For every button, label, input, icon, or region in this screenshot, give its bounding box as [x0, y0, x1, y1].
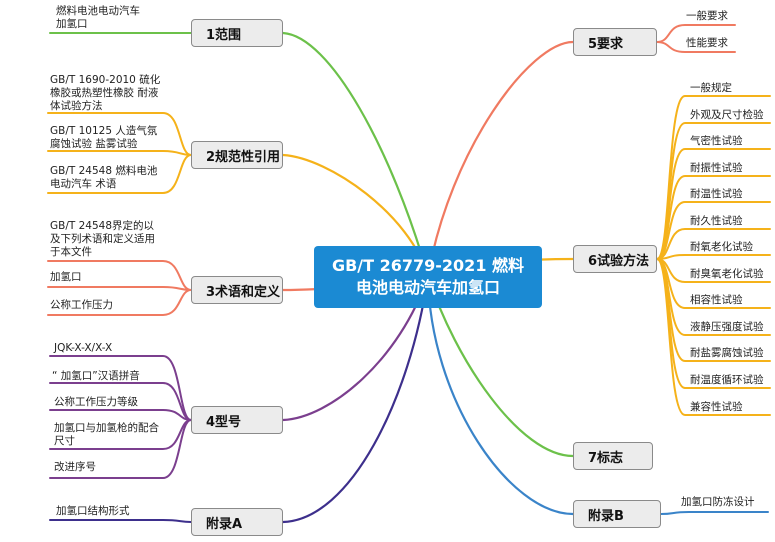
leaf-terms-2: 加氢口: [50, 271, 82, 283]
branch-normative-label: 2规范性引用: [206, 149, 281, 165]
branch-annex-b-label: 附录B: [588, 508, 624, 524]
central-topic: GB/T 26779-2021 燃料 电池电动汽车加氢口: [314, 246, 542, 308]
leaf-connector-tests-13: [656, 258, 771, 416]
branch-scope[interactable]: 1范围: [191, 19, 283, 47]
branch-marking-label: 7标志: [588, 450, 624, 466]
branch-requirements[interactable]: 5要求: [573, 28, 657, 56]
leaf-terms-3: 公称工作压力: [50, 299, 113, 311]
leaf-model-4: 加氢口与加氢枪的配合 尺寸: [54, 422, 159, 447]
leaf-connector-normative-1: [47, 112, 192, 156]
leaf-annex-b-1: 加氢口防冻设计: [681, 496, 755, 508]
leaf-tests-12: 耐温度循环试验: [690, 374, 764, 386]
leaf-connector-tests-5: [656, 201, 771, 260]
leaf-connector-annexB-1: [660, 511, 769, 515]
leaf-connector-normative-3: [47, 154, 192, 194]
branch-terms-label: 3术语和定义: [206, 284, 281, 300]
leaf-connector-terms-3: [47, 289, 192, 316]
leaf-model-2: “ 加氢口”汉语拼音: [52, 370, 140, 382]
leaf-tests-5: 耐温性试验: [690, 188, 743, 200]
leaf-connector-model-3: [49, 409, 192, 421]
connector-annexA: [281, 274, 430, 524]
leaf-connector-tests-7: [656, 254, 771, 260]
leaf-connector-model-5: [49, 419, 192, 479]
leaf-normative-1: GB/T 1690-2010 硫化 橡胶或热塑性橡胶 耐液 体试验方法: [50, 74, 161, 112]
leaf-connector-annexA-1: [49, 519, 192, 523]
leaf-tests-1: 一般规定: [690, 82, 732, 94]
leaf-connector-requirements-2: [656, 41, 736, 53]
leaf-terms-1: GB/T 24548界定的以 及下列术语和定义适用 于本文件: [50, 220, 155, 258]
leaf-normative-2: GB/T 10125 人造气氛 腐蚀试验 盐雾试验: [50, 125, 158, 150]
leaf-tests-6: 耐久性试验: [690, 215, 743, 227]
branch-marking[interactable]: 7标志: [573, 442, 653, 470]
leaf-tests-13: 兼容性试验: [690, 401, 743, 413]
leaf-annex-a-1: 加氢口结构形式: [56, 505, 130, 517]
branch-annex-a[interactable]: 附录A: [191, 508, 283, 536]
leaf-tests-11: 耐盐雾腐蚀试验: [690, 347, 764, 359]
leaf-connector-terms-2: [47, 286, 192, 291]
branch-model[interactable]: 4型号: [191, 406, 283, 434]
branch-model-label: 4型号: [206, 414, 242, 430]
leaf-tests-7: 耐氧老化试验: [690, 241, 753, 253]
leaf-connector-normative-2: [47, 150, 192, 156]
leaf-model-5: 改进序号: [54, 461, 96, 473]
leaf-requirements-2: 性能要求: [686, 37, 728, 49]
leaf-tests-3: 气密性试验: [690, 135, 743, 147]
connector-scope: [281, 31, 430, 278]
branch-requirements-label: 5要求: [588, 36, 624, 52]
connector-marking: [426, 274, 575, 458]
leaf-tests-9: 相容性试验: [690, 294, 743, 306]
leaf-scope-1: 燃料电池电动汽车 加氢口: [56, 5, 140, 30]
leaf-tests-8: 耐臭氧老化试验: [690, 268, 764, 280]
branch-normative[interactable]: 2规范性引用: [191, 141, 283, 169]
leaf-model-3: 公称工作压力等级: [54, 396, 138, 408]
branch-terms[interactable]: 3术语和定义: [191, 276, 283, 304]
branch-scope-label: 1范围: [206, 27, 242, 43]
branch-annex-b[interactable]: 附录B: [573, 500, 661, 528]
branch-annex-a-label: 附录A: [206, 516, 243, 532]
leaf-normative-3: GB/T 24548 燃料电池 电动汽车 术语: [50, 165, 158, 190]
leaf-tests-2: 外观及尺寸检验: [690, 109, 764, 121]
leaf-requirements-1: 一般要求: [686, 10, 728, 22]
leaf-tests-10: 液静压强度试验: [690, 321, 764, 333]
connector-requirements: [426, 40, 575, 278]
branch-tests[interactable]: 6试验方法: [573, 245, 657, 273]
connector-annexB: [426, 274, 575, 516]
leaf-model-1: JQK-X-X/X-X: [54, 342, 113, 354]
branch-tests-label: 6试验方法: [588, 253, 650, 269]
leaf-tests-4: 耐振性试验: [690, 162, 743, 174]
